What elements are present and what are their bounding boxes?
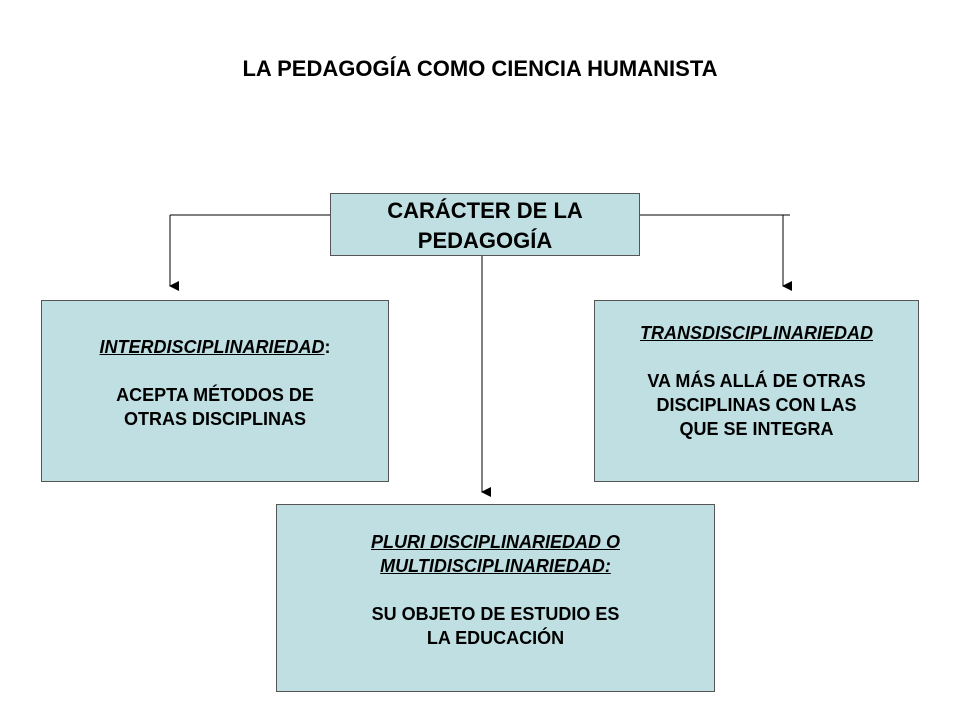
node-transdisciplinariedad: TRANSDISCIPLINARIEDAD VA MÁS ALLÁ DE OTR… [594,300,919,482]
center-node-line-2: PEDAGOGÍA [417,228,553,253]
left-node-heading-suffix: : [324,337,331,357]
right-node-heading: TRANSDISCIPLINARIEDAD [639,323,873,343]
bottom-node-line-2: LA EDUCACIÓN [426,628,565,648]
left-node-line-1: ACEPTA MÉTODOS DE [116,385,314,405]
center-node-caracter: CARÁCTER DE LA PEDAGOGÍA [330,193,640,256]
bottom-node-line-1: SU OBJETO DE ESTUDIO ES [371,604,620,624]
node-interdisciplinariedad: INTERDISCIPLINARIEDAD: ACEPTA MÉTODOS DE… [41,300,389,482]
right-node-line-2: DISCIPLINAS CON LAS [656,395,857,415]
node-pluridisciplinariedad: PLURI DISCIPLINARIEDAD O MULTIDISCIPLINA… [276,504,715,692]
right-node-line-1: VA MÁS ALLÁ DE OTRAS [647,371,866,391]
right-node-line-3: QUE SE INTEGRA [679,419,834,439]
left-node-line-2: OTRAS DISCIPLINAS [123,409,306,429]
left-node-heading: INTERDISCIPLINARIEDAD [99,337,325,357]
left-node-heading-row: INTERDISCIPLINARIEDAD: [42,335,388,359]
bottom-node-heading-2: MULTIDISCIPLINARIEDAD: [380,556,611,576]
bottom-node-heading-1: PLURI DISCIPLINARIEDAD O [370,532,620,552]
center-node-line-1: CARÁCTER DE LA [387,198,583,223]
page-title: LA PEDAGOGÍA COMO CIENCIA HUMANISTA [242,56,718,81]
